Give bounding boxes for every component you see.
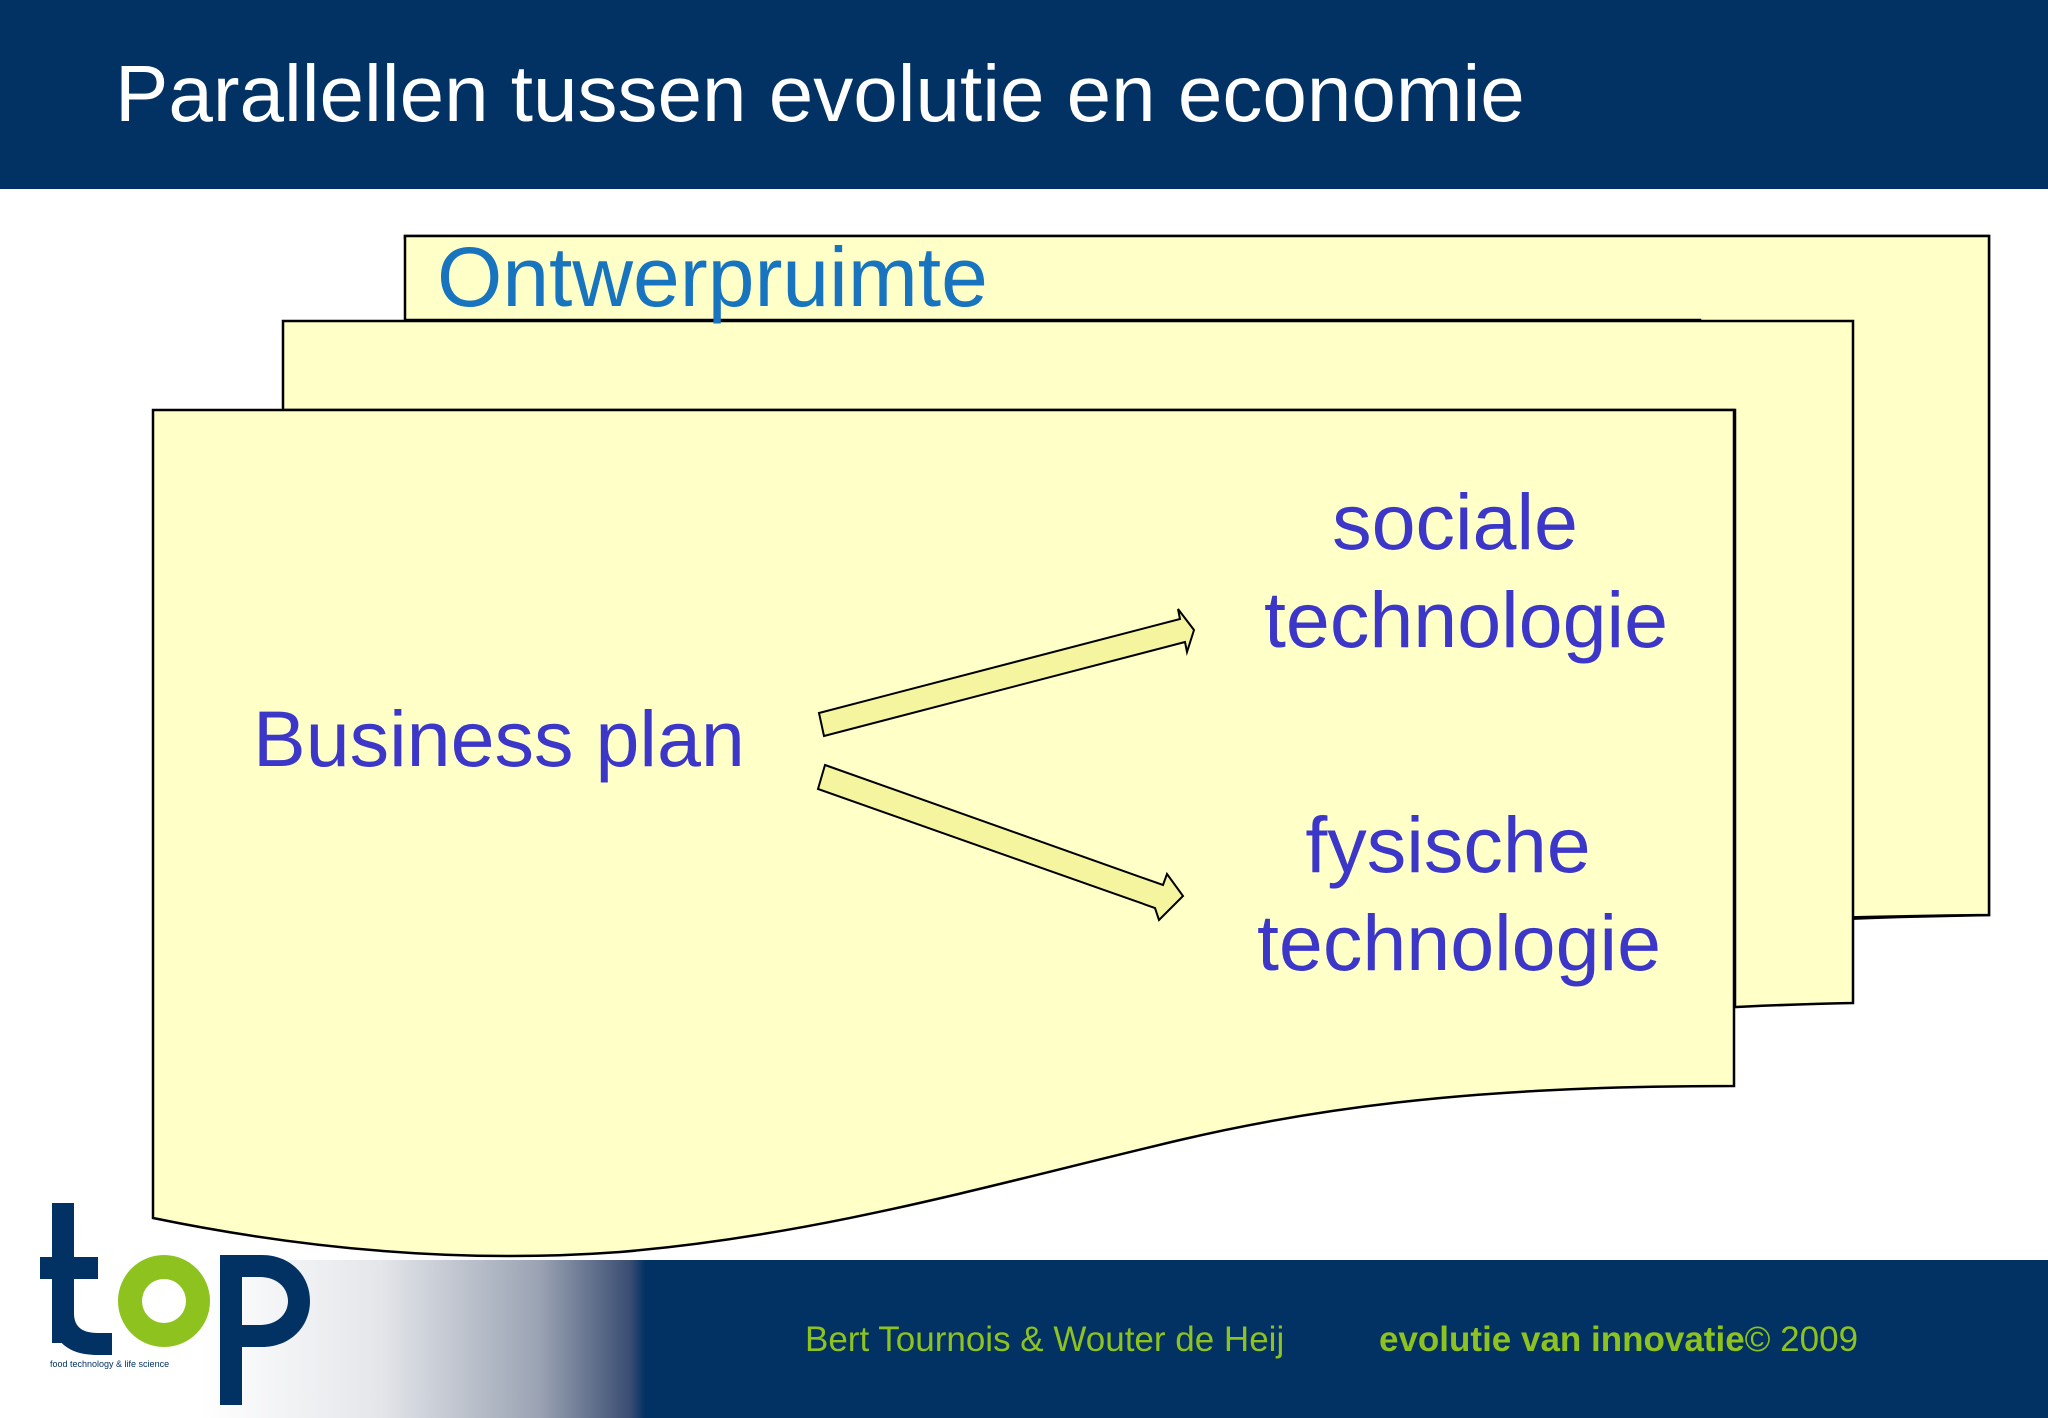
- footer-credit-title: evolutie van innovatie: [1379, 1320, 1745, 1359]
- design-space-diagram: Ontwerpruimte Business plan sociale tech…: [151, 230, 1991, 1258]
- slide-title: Parallellen tussen evolutie en economie: [115, 49, 1525, 138]
- logo-tagline: food technology & life science: [50, 1359, 169, 1369]
- footer-bar: [0, 1260, 2048, 1418]
- social-technology-label: sociale technologie: [1264, 477, 1668, 664]
- title-bar: Parallellen tussen evolutie en economie: [0, 0, 2048, 189]
- physical-technology-line2: technologie: [1257, 898, 1661, 987]
- footer-authors: Bert Tournois & Wouter de Heij: [805, 1320, 1285, 1359]
- business-plan-label: Business plan: [253, 694, 745, 783]
- arrow-to-social-technology: [817, 608, 1196, 738]
- footer-credit: evolutie van innovatie© 2009: [1379, 1320, 1858, 1360]
- physical-technology-line1: fysische: [1305, 800, 1590, 889]
- social-technology-line2: technologie: [1264, 575, 1668, 664]
- physical-technology-label: fysische technologie: [1257, 800, 1661, 987]
- footer-credit-year: © 2009: [1744, 1320, 1859, 1359]
- arrow-to-physical-technology: [816, 763, 1185, 922]
- design-space-label: Ontwerpruimte: [437, 230, 988, 324]
- social-technology-line1: sociale: [1332, 477, 1578, 566]
- top-logo: food technology & life science: [40, 1203, 310, 1405]
